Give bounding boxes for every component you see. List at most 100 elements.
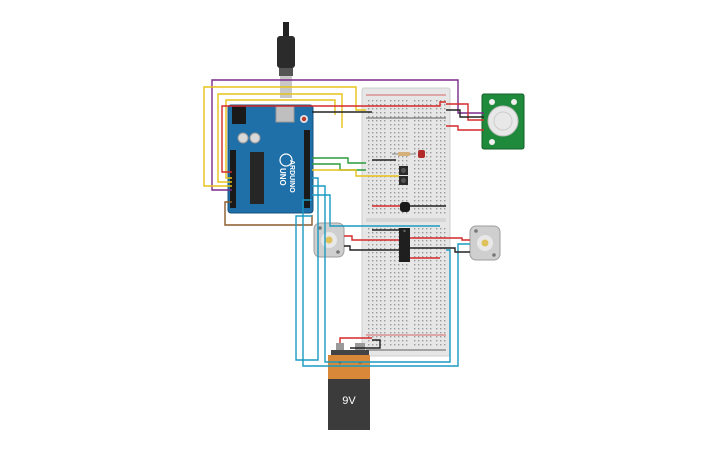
breadboard-hole — [398, 144, 400, 146]
breadboard-hole — [384, 280, 386, 282]
breadboard-hole — [440, 316, 442, 318]
breadboard-hole — [372, 272, 374, 274]
breadboard-hole — [414, 176, 416, 178]
breadboard-hole — [394, 116, 396, 118]
breadboard-hole — [390, 280, 392, 282]
breadboard-hole — [444, 312, 446, 314]
breadboard-hole — [372, 260, 374, 262]
breadboard-hole — [394, 296, 396, 298]
breadboard-hole — [422, 324, 424, 326]
breadboard-hole — [440, 132, 442, 134]
breadboard-hole — [380, 172, 382, 174]
breadboard-hole — [372, 200, 374, 202]
breadboard-hole — [436, 188, 438, 190]
breadboard-hole — [398, 276, 400, 278]
breadboard-hole — [430, 308, 432, 310]
breadboard-hole — [406, 280, 408, 282]
breadboard-hole — [430, 128, 432, 130]
breadboard-hole — [440, 108, 442, 110]
breadboard-hole — [384, 152, 386, 154]
arduino-uno-board[interactable]: ARDUINO UNO — [227, 104, 314, 214]
breadboard-hole — [380, 284, 382, 286]
breadboard-hole — [426, 256, 428, 258]
breadboard-hole — [368, 212, 370, 214]
breadboard[interactable] — [361, 87, 451, 357]
breadboard-hole — [426, 128, 428, 130]
breadboard-hole — [390, 140, 392, 142]
breadboard-hole — [402, 332, 404, 334]
breadboard-hole — [444, 232, 446, 234]
breadboard-hole — [414, 296, 416, 298]
breadboard-hole — [384, 128, 386, 130]
breadboard-hole — [444, 320, 446, 322]
breadboard-hole — [402, 124, 404, 126]
breadboard-hole — [414, 260, 416, 262]
breadboard-hole — [406, 120, 408, 122]
breadboard-hole — [394, 228, 396, 230]
breadboard-hole — [384, 236, 386, 238]
led-red[interactable] — [418, 150, 425, 158]
breadboard-hole — [384, 284, 386, 286]
breadboard-hole — [394, 304, 396, 306]
breadboard-hole — [430, 240, 432, 242]
breadboard-hole — [394, 252, 396, 254]
breadboard-hole — [430, 264, 432, 266]
breadboard-hole — [368, 336, 370, 338]
breadboard-hole — [380, 188, 382, 190]
breadboard-hole — [376, 116, 378, 118]
breadboard-hole — [414, 104, 416, 106]
breadboard-hole — [372, 140, 374, 142]
breadboard-hole — [372, 300, 374, 302]
breadboard-hole — [414, 332, 416, 334]
breadboard-hole — [436, 212, 438, 214]
breadboard-hole — [426, 156, 428, 158]
breadboard-hole — [398, 104, 400, 106]
breadboard-hole — [376, 232, 378, 234]
breadboard-hole — [406, 328, 408, 330]
breadboard-hole — [394, 336, 396, 338]
breadboard-hole — [406, 272, 408, 274]
breadboard-hole — [380, 320, 382, 322]
breadboard-hole — [440, 176, 442, 178]
breadboard-hole — [398, 204, 400, 206]
breadboard-hole — [444, 196, 446, 198]
breadboard-hole — [390, 264, 392, 266]
dc-motor-right[interactable] — [469, 225, 501, 261]
breadboard-hole — [422, 176, 424, 178]
transistor[interactable] — [400, 202, 410, 212]
breadboard-hole — [376, 300, 378, 302]
breadboard-hole — [394, 272, 396, 274]
breadboard-hole — [368, 276, 370, 278]
breadboard-hole — [418, 336, 420, 338]
pushbutton-1[interactable] — [399, 166, 408, 175]
motor-driver-ic[interactable] — [399, 228, 410, 262]
breadboard-hole — [380, 196, 382, 198]
breadboard-hole — [406, 288, 408, 290]
breadboard-hole — [418, 244, 420, 246]
breadboard-hole — [398, 284, 400, 286]
breadboard-hole — [430, 180, 432, 182]
breadboard-hole — [430, 280, 432, 282]
breadboard-hole — [398, 320, 400, 322]
breadboard-hole — [414, 244, 416, 246]
breadboard-hole — [444, 132, 446, 134]
breadboard-hole — [380, 288, 382, 290]
breadboard-hole — [390, 108, 392, 110]
breadboard-hole — [384, 288, 386, 290]
pir-motion-sensor[interactable] — [481, 93, 525, 150]
breadboard-hole — [380, 316, 382, 318]
breadboard-hole — [376, 204, 378, 206]
breadboard-hole — [376, 108, 378, 110]
breadboard-hole — [376, 124, 378, 126]
breadboard-hole — [440, 328, 442, 330]
breadboard-hole — [422, 264, 424, 266]
battery-minus-terminal: − — [358, 361, 362, 367]
resistor[interactable] — [392, 152, 416, 156]
breadboard-hole — [390, 180, 392, 182]
battery-9v[interactable]: 9V + − — [328, 343, 370, 430]
breadboard-hole — [444, 336, 446, 338]
breadboard-hole — [426, 300, 428, 302]
breadboard-hole — [402, 312, 404, 314]
pushbutton-2[interactable] — [399, 176, 408, 185]
breadboard-hole — [444, 164, 446, 166]
